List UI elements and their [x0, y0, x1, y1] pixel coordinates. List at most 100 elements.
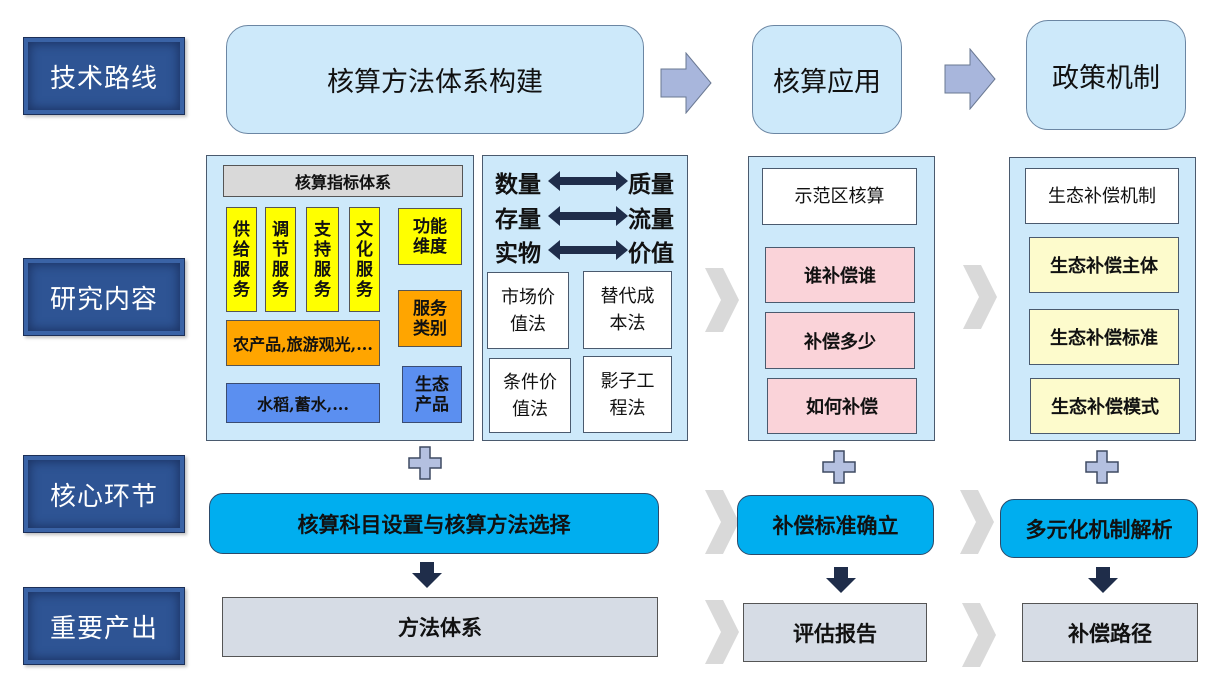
method-shadow-project: 影子工程法: [583, 356, 672, 433]
char: 持: [314, 239, 331, 260]
stage-method-construction: 核算方法体系构建: [226, 25, 644, 134]
core-link-text: 核算科目设置与核算方法选择: [297, 511, 571, 537]
char: 调: [272, 219, 289, 240]
method-market-value: 市场价值法: [487, 272, 569, 349]
stage-text: 核算应用: [773, 67, 881, 98]
char: 给: [233, 239, 250, 260]
line: 影子工: [600, 370, 655, 392]
pair-row: 数量 质量: [492, 165, 682, 198]
char: 服: [314, 259, 331, 280]
method-contingent-value: 条件价值法: [489, 358, 571, 433]
plus-icon: [408, 446, 442, 480]
line: 生态: [415, 374, 449, 395]
pair-left: 数量: [495, 171, 541, 198]
row-label-tech-route: 技术路线: [23, 37, 185, 115]
row-label-research: 研究内容: [23, 258, 185, 336]
policy-item-text: 生态补偿模式: [1051, 397, 1159, 418]
service-supply: 供给服务: [226, 207, 257, 312]
indicator-header-text: 核算指标体系: [294, 173, 391, 192]
row-label-text: 重要产出: [49, 613, 158, 644]
line: 值法: [512, 398, 548, 420]
output-text: 方法体系: [398, 615, 482, 640]
down-arrow-icon: [412, 562, 442, 588]
stage-application: 核算应用: [752, 25, 902, 134]
line: 服务: [413, 298, 447, 319]
pair-right: 流量: [628, 206, 674, 233]
policy-header-text: 生态补偿机制: [1048, 185, 1156, 207]
output-text: 评估报告: [793, 620, 877, 646]
application-header: 示范区核算: [762, 168, 917, 225]
line: 维度: [413, 236, 447, 257]
policy-item-standard: 生态补偿标准: [1029, 309, 1179, 365]
line: 值法: [510, 313, 546, 335]
line: 本法: [609, 313, 646, 334]
application-header-text: 示范区核算: [794, 186, 885, 207]
pair-row: 存量 流量: [492, 200, 682, 233]
line: 功能: [413, 216, 447, 237]
stage-text: 核算方法体系构建: [327, 67, 543, 98]
policy-item-mode: 生态补偿模式: [1030, 378, 1180, 434]
char: 节: [272, 239, 289, 260]
pair-right: 质量: [628, 171, 674, 198]
line: 产品: [415, 394, 449, 415]
policy-item-text: 生态补偿标准: [1050, 328, 1158, 349]
row-label-output: 重要产出: [23, 587, 185, 665]
output-method: 方法体系: [222, 597, 658, 657]
application-item-who: 谁补偿谁: [765, 247, 915, 303]
policy-header: 生态补偿机制: [1025, 168, 1179, 224]
service-regulation: 调节服务: [265, 207, 296, 312]
line: 替代成: [600, 286, 655, 307]
chevron-right-icon: [705, 490, 739, 554]
core-link-text: 补偿标准确立: [772, 513, 899, 538]
function-dimension: 功能维度: [398, 208, 462, 265]
line: 类别: [413, 318, 447, 339]
eco-product: 生态产品: [402, 366, 462, 423]
service-support: 支持服务: [306, 207, 339, 312]
down-arrow-icon: [826, 567, 856, 593]
char: 服: [272, 259, 289, 280]
product-examples: 水稻,蓄水,...: [226, 383, 380, 423]
char: 务: [356, 279, 373, 300]
application-item-how: 如何补偿: [767, 378, 917, 434]
core-link-method: 核算科目设置与核算方法选择: [209, 493, 659, 554]
output-policy: 补偿路径: [1022, 603, 1198, 662]
stage-text: 政策机制: [1052, 62, 1160, 94]
stage-policy: 政策机制: [1026, 20, 1186, 130]
row-label-text: 技术路线: [49, 63, 158, 94]
service-examples-text: 农产品,旅游观光,...: [233, 335, 373, 354]
core-link-application: 补偿标准确立: [737, 495, 934, 555]
application-item-amount: 补偿多少: [765, 312, 915, 369]
char: 化: [356, 239, 373, 260]
service-examples: 农产品,旅游观光,...: [226, 320, 380, 366]
row-label-core: 核心环节: [23, 455, 185, 533]
chevron-right-icon: [960, 490, 994, 554]
application-item-text: 补偿多少: [804, 331, 876, 353]
char: 务: [233, 279, 250, 300]
char: 务: [314, 279, 331, 300]
service-category: 服务类别: [398, 290, 462, 347]
char: 服: [356, 259, 373, 280]
method-replacement-cost: 替代成本法: [583, 271, 672, 349]
pair-right: 价值: [628, 240, 674, 267]
pair-left: 存量: [495, 206, 541, 233]
row-label-text: 研究内容: [49, 284, 158, 315]
char: 服: [233, 259, 250, 280]
output-application: 评估报告: [743, 603, 927, 662]
plus-icon: [822, 450, 856, 484]
plus-icon: [1085, 450, 1119, 484]
double-arrow-icon: [548, 171, 628, 191]
service-culture: 文化服务: [349, 207, 380, 312]
char: 供: [233, 219, 250, 240]
double-arrow-icon: [548, 240, 628, 260]
right-arrow-icon: [660, 52, 712, 114]
chevron-right-icon: [705, 600, 739, 664]
char: 支: [314, 219, 331, 240]
chevron-right-icon: [705, 268, 739, 332]
chevron-right-icon: [962, 603, 996, 667]
line: 市场价: [501, 286, 555, 308]
output-text: 补偿路径: [1068, 620, 1152, 646]
pair-row: 实物 价值: [492, 234, 682, 267]
right-arrow-icon: [944, 48, 996, 110]
chevron-right-icon: [963, 265, 997, 329]
pair-left: 实物: [495, 240, 541, 267]
